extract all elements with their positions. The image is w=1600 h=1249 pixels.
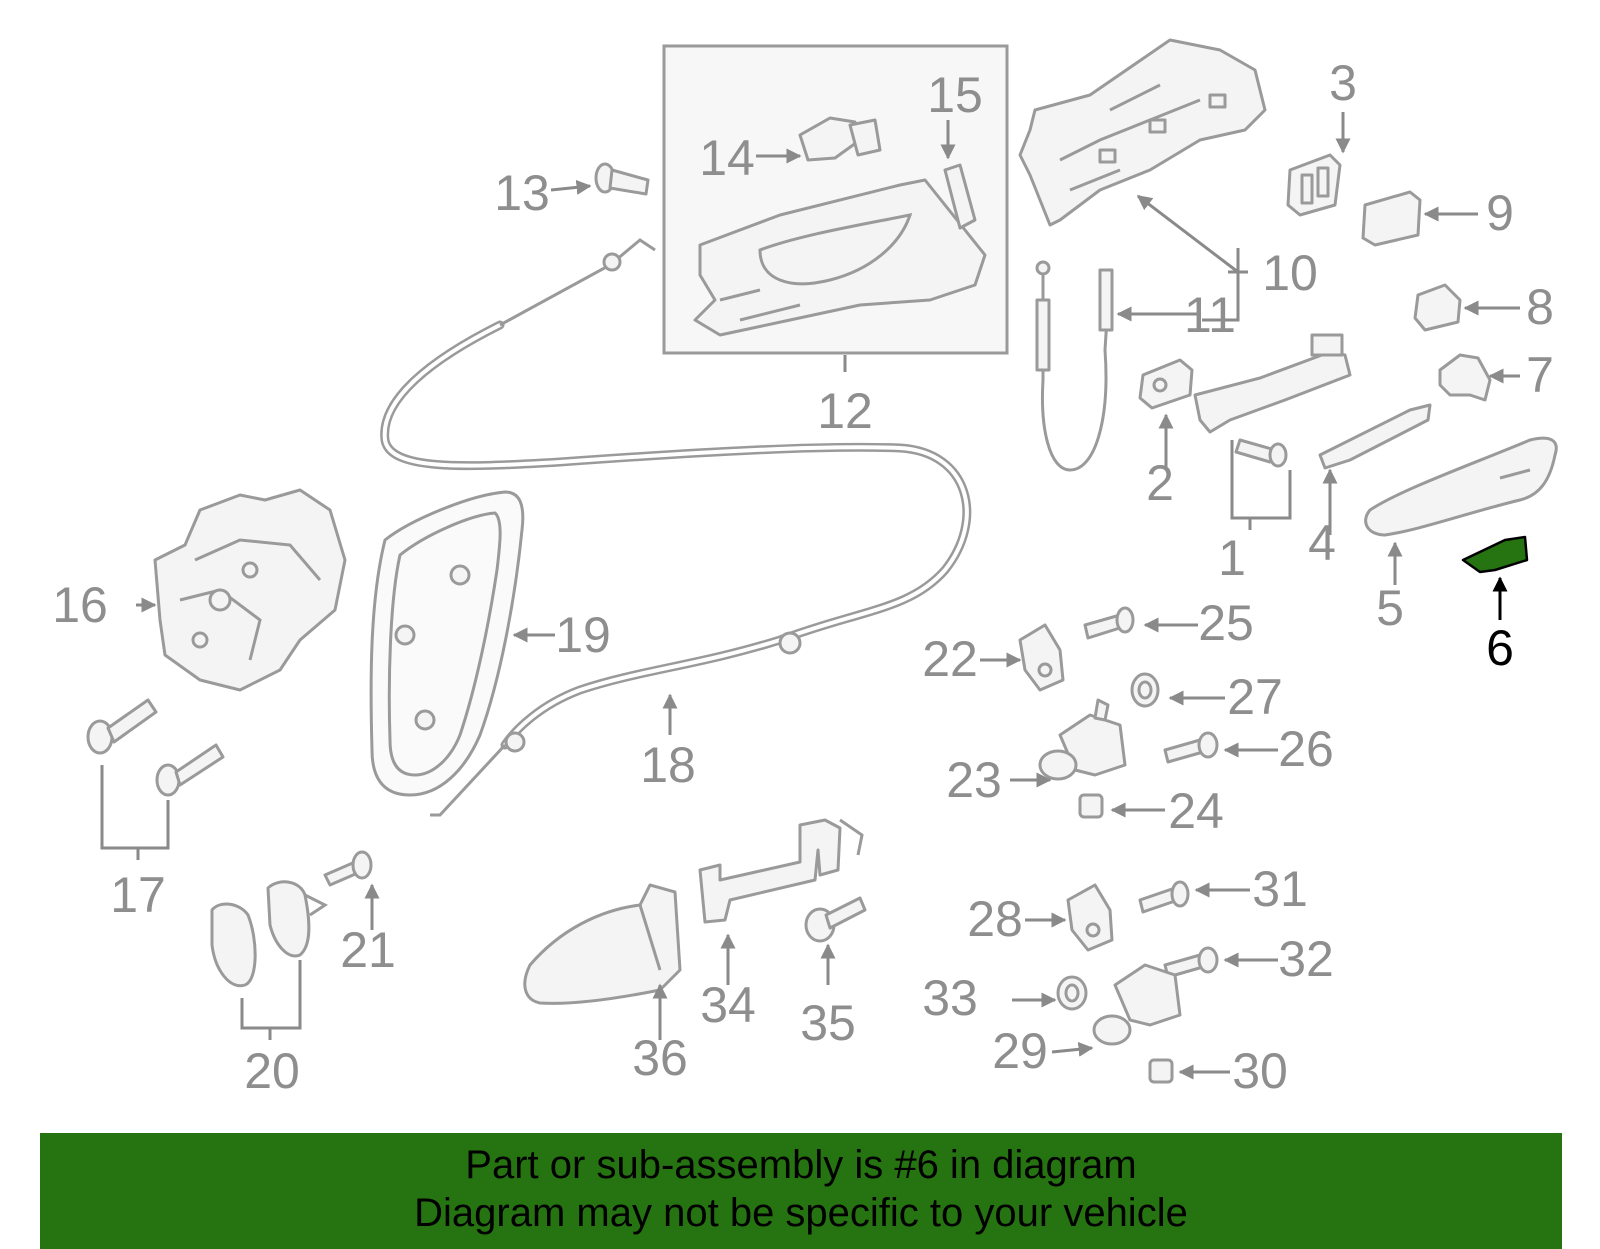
callout-34: 34	[700, 977, 756, 1033]
callout-32: 32	[1278, 931, 1334, 987]
stop-36	[523, 883, 682, 1005]
bracket-7	[1438, 353, 1492, 402]
nut-27	[1130, 672, 1160, 708]
callout-30: 30	[1232, 1043, 1288, 1099]
bolt-1	[1234, 438, 1288, 468]
bolt-32	[1163, 946, 1219, 979]
highlighted-part-6[interactable]	[1461, 535, 1529, 574]
callout-29: 29	[992, 1023, 1048, 1079]
callout-21: 21	[340, 922, 396, 978]
seal-19	[369, 490, 525, 797]
screw-13	[594, 162, 650, 196]
gasket-2	[1138, 358, 1194, 410]
door-lock-16	[153, 488, 347, 692]
check-strap-34	[698, 818, 864, 924]
callout-36: 36	[632, 1030, 688, 1086]
callout-20: 20	[244, 1043, 300, 1099]
info-banner: Part or sub-assembly is #6 in diagram Di…	[40, 1133, 1562, 1249]
callout-6[interactable]: 6	[1486, 620, 1514, 676]
handle-5	[1364, 436, 1558, 537]
callout-12: 12	[817, 383, 873, 439]
callout-15: 15	[927, 67, 983, 123]
bushing-30	[1148, 1058, 1174, 1084]
callout-5: 5	[1376, 580, 1404, 636]
callout-11: 11	[1184, 287, 1236, 343]
bushing-24	[1078, 793, 1104, 819]
release-cable	[380, 238, 972, 817]
callout-22: 22	[922, 631, 978, 687]
callout-18: 18	[640, 737, 696, 793]
callout-9: 9	[1486, 185, 1514, 241]
callout-labels: 1 2 3 4 5 6 7 8 9 10 11 12 13 14 15 16 1…	[52, 55, 1554, 1099]
trim-4	[1318, 403, 1432, 470]
nut-33	[1056, 975, 1088, 1011]
callout-14: 14	[699, 130, 755, 186]
callout-17: 17	[110, 867, 166, 923]
callout-24: 24	[1168, 783, 1224, 839]
callout-4: 4	[1308, 515, 1336, 571]
handle-frame-1	[1193, 333, 1352, 434]
callout-10: 10	[1262, 245, 1318, 301]
gaskets-20	[210, 880, 328, 988]
bolt-35	[804, 896, 867, 943]
screw-21	[323, 850, 373, 887]
rod-11	[1035, 260, 1114, 472]
callout-31: 31	[1252, 861, 1308, 917]
bolts-17	[86, 698, 225, 797]
check-link-29	[1092, 963, 1182, 1046]
callout-27: 27	[1227, 669, 1283, 725]
callout-8: 8	[1526, 279, 1554, 335]
callout-3: 3	[1329, 55, 1357, 111]
callout-35: 35	[800, 995, 856, 1051]
handle-carrier-10	[1018, 38, 1267, 227]
striker-22	[1018, 623, 1065, 692]
banner-line-2: Diagram may not be specific to your vehi…	[414, 1191, 1188, 1235]
leader-lines	[100, 112, 1520, 1080]
callout-28: 28	[967, 891, 1023, 947]
callout-26: 26	[1278, 721, 1334, 777]
callout-1: 1	[1218, 530, 1246, 586]
callout-13: 13	[494, 165, 550, 221]
callout-23: 23	[946, 752, 1002, 808]
bolt-25	[1083, 606, 1135, 640]
banner-line-1: Part or sub-assembly is #6 in diagram	[465, 1143, 1137, 1187]
callout-25: 25	[1198, 595, 1254, 651]
callout-7: 7	[1526, 347, 1554, 403]
bracket-8	[1413, 283, 1462, 332]
callout-33: 33	[922, 970, 978, 1026]
striker-28	[1066, 883, 1114, 952]
bolt-26	[1163, 731, 1219, 764]
bolt-31	[1138, 880, 1190, 914]
callout-16: 16	[52, 577, 108, 633]
callout-19: 19	[555, 607, 611, 663]
callout-2: 2	[1146, 455, 1174, 511]
check-link-23	[1038, 698, 1127, 781]
inner-handle-assembly	[662, 44, 1009, 355]
insert-9	[1361, 190, 1422, 247]
cap-3	[1286, 153, 1342, 217]
